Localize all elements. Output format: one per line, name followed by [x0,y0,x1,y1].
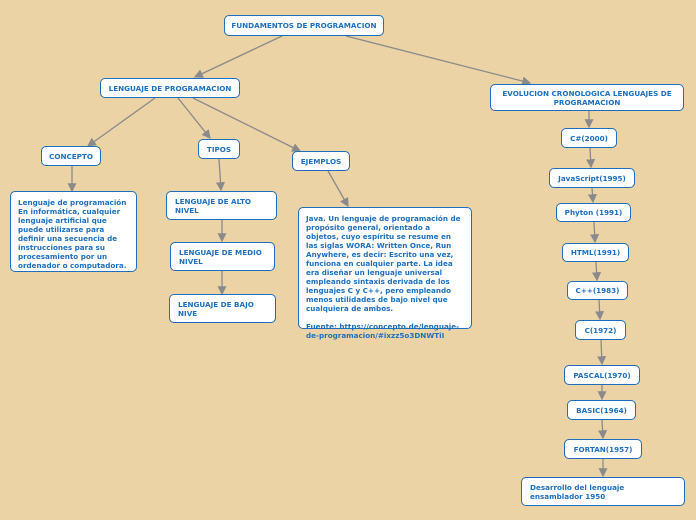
edge-javascript-python [587,187,597,204]
node-lenguaje-alto-nivel[interactable]: LENGUAJE DE ALTO NIVEL [166,191,277,220]
edge-html-cpp [592,261,602,282]
node-fundamentos[interactable]: FUNDAMENTOS DE PROGRAMACION [224,15,384,36]
edge-tipos-alto [215,158,226,192]
node-tipos[interactable]: TIPOS [198,139,240,159]
edge-c-pascal [597,339,607,366]
edge-csharp-javascript [586,147,596,169]
node-lenguaje-medio-nivel[interactable]: LENGUAJE DE MEDIO NIVEL [170,242,275,271]
node-csharp-2000[interactable]: C#(2000) [561,128,617,148]
node-concepto-text[interactable]: Lenguaje de programación En informática,… [10,191,137,272]
node-html-1991[interactable]: HTML(1991) [562,243,629,262]
node-python-1991[interactable]: Phyton (1991) [556,203,631,222]
node-cpp-1983[interactable]: C++(1983) [567,281,628,300]
node-ejemplos[interactable]: EJEMPLOS [292,151,350,171]
node-c-1972[interactable]: C(1972) [575,320,626,340]
node-lenguaje-programacion[interactable]: LENGUAJE DE PROGRAMACION [100,78,240,98]
edge-cpp-c [595,299,605,321]
node-ejemplos-text[interactable]: Java. Un lenguaje de programación de pro… [298,207,472,340]
node-pascal-1970[interactable]: PASCAL(1970) [564,365,640,385]
edge-basic-fortran [598,419,608,440]
node-fortran-1957[interactable]: FORTAN(1957) [564,439,642,459]
node-ensamblador-1950[interactable]: Desarrollo del lenguaje ensamblador 1950 [521,477,685,506]
edge-lenguaje-concepto [86,97,156,147]
node-evolucion-cronologica[interactable]: EVOLUCION CRONOLOGICA LENGUAJES DE PROGR… [490,84,684,111]
node-lenguaje-bajo-nivel[interactable]: LENGUAJE DE BAJO NIVE [169,294,276,323]
edge-ejemplos-text [327,170,349,208]
node-javascript-1995[interactable]: JavaScript(1995) [549,168,635,188]
node-concepto[interactable]: CONCEPTO [41,146,101,166]
node-basic-1964[interactable]: BASIC(1964) [567,400,636,420]
edge-root-evolucion [345,35,532,86]
edge-python-html [590,221,600,244]
edge-lenguaje-tipos [177,97,211,140]
edge-root-lenguaje [193,35,283,78]
edge-lenguaje-ejemplos [192,97,302,152]
